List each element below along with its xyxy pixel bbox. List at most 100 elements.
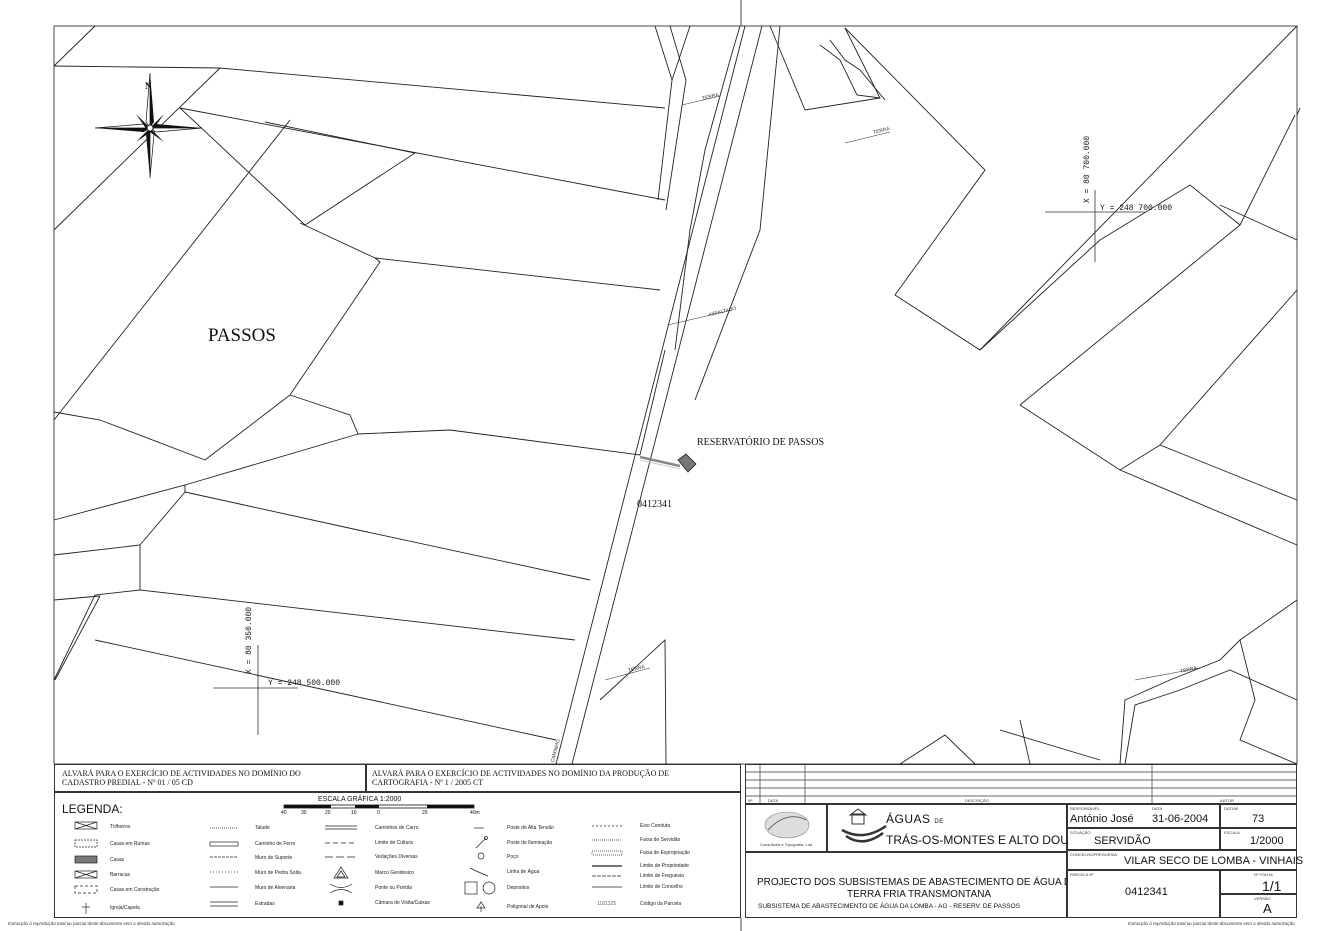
scale-tick: 20	[422, 810, 428, 816]
legend-item: Muro de Suporte	[255, 855, 293, 861]
sheet-code-value: 73	[1252, 813, 1265, 825]
permit-cadastro-line2: CADASTRO PREDIAL - Nº 01 / 05 CD	[62, 778, 193, 787]
legend-item: Poligonal de Apoio	[507, 904, 549, 910]
permit-cartografia-line2: CARTOGRAFIA - Nº 1 / 2005 CT	[372, 778, 484, 787]
client-name: TRÁS-OS-MONTES E ALTO DOURO	[886, 833, 1087, 847]
version-value: A	[1263, 901, 1272, 916]
version-label: VERSÃO	[1254, 896, 1271, 901]
legend-item: Eixo Conduta	[640, 823, 671, 829]
responsible-cell	[1067, 804, 1220, 828]
parcel-cell-label: PARCELA Nº	[1070, 872, 1094, 877]
legend-item: Vedações Diversas	[375, 854, 418, 860]
permit-cartografia-line1: ALVARÁ PARA O EXERCÍCIO DE ACTIVIDADES N…	[372, 769, 670, 778]
sheet-code-label: DATUM	[1224, 806, 1238, 811]
legend-item: Poço	[507, 854, 519, 860]
legend-item: Muro de Pedra Solta	[255, 870, 301, 876]
situation-value: SERVIDÃO	[1094, 835, 1151, 847]
scale-tick: 30	[301, 810, 307, 816]
situation-label: SITUAÇÃO	[1070, 830, 1091, 835]
rev-header-date: DATA	[768, 798, 779, 803]
legend-item: Poste de Alta Tensão	[507, 825, 554, 831]
legend-item: Limite de Freguesia	[640, 873, 684, 879]
title-block-grid	[745, 764, 1297, 804]
consultant-logo-icon	[764, 811, 810, 839]
legend-item: Trilheiros	[110, 824, 131, 830]
scale-tick: 0	[377, 810, 380, 816]
legend-item: Limite de Concelho	[640, 884, 683, 890]
north-arrow	[94, 72, 203, 179]
legend-item: Marco Geodesico	[375, 870, 415, 876]
legend-item: Câmara de Visita/Caixas	[375, 900, 430, 906]
client-logo-box	[827, 804, 1067, 852]
client-name-prefix: ÁGUAS DE	[886, 812, 944, 826]
legend-item: Caminho de Ferro	[255, 841, 296, 847]
legend-item: Caminhos de Carro	[375, 825, 419, 831]
situation-cell	[1067, 828, 1220, 850]
scale-value: 1/2000	[1250, 835, 1284, 847]
legend-item: Poste de Iluminação	[507, 840, 553, 846]
legend-item: Estradas	[255, 901, 275, 907]
date-label: DATA	[1152, 806, 1163, 811]
rev-header-no: Nº	[748, 798, 753, 803]
consultant-caption: Consultoria e Topografia, Lda	[760, 842, 813, 847]
parcel-number-label: 0412341	[637, 499, 672, 510]
legend-symbols	[74, 821, 623, 914]
responsible-label: RESPONSÁVEL	[1070, 806, 1100, 811]
sheet-code-cell	[1220, 804, 1297, 828]
permit-cadastro-box	[54, 764, 366, 792]
client-logo-icon	[841, 808, 887, 843]
sheet-value: 1/1	[1262, 878, 1282, 894]
graphic-scale-bar	[283, 804, 475, 809]
legend-item: Muro de Alvenaria	[255, 885, 296, 891]
place-label-passos: PASSOS	[208, 325, 276, 346]
reservoir-symbol	[639, 453, 697, 473]
sheet-label: Nº FOLHA	[1254, 872, 1273, 877]
legend-item: Barracas	[110, 872, 131, 878]
project-title-line1: PROJECTO DOS SUBSISTEMAS DE ABASTECIMENT…	[757, 877, 1078, 888]
scale-cell	[1220, 828, 1297, 850]
legend-item: Talude	[255, 825, 270, 831]
grid-coord-x-bottom: X = 80 350.000	[245, 606, 255, 675]
legend-item: Faixa de Expropriação	[640, 850, 691, 856]
parcel-cell	[1067, 870, 1220, 918]
scale-tick: 40m	[470, 810, 480, 816]
legend-title: LEGENDA:	[62, 802, 123, 816]
footer-note-right: Extracção à reprodução total ou parcial …	[1128, 921, 1295, 926]
grid-coord-y-bottom: Y = 248 500.000	[268, 679, 341, 688]
scale-tick: 20	[325, 810, 331, 816]
north-letter: N	[145, 81, 152, 91]
project-subtitle: SUBSISTEMA DE ABASTECIMENTO DE ÁGUA DA L…	[758, 903, 1021, 910]
municipality-value: VILAR SECO DE LOMBA - VINHAIS	[1124, 855, 1304, 867]
grid-coord-y-top: Y = 248 700.000	[1100, 204, 1173, 213]
scale-title: ESCALA GRÁFICA 1:2000	[318, 796, 402, 803]
legend-item: Igreja/Capela	[110, 905, 140, 911]
date-value: 31-06-2004	[1152, 813, 1209, 825]
legend-item: Linha de Água	[507, 869, 540, 875]
responsible-value: António José	[1070, 813, 1134, 825]
legend-item: Limite de Propriedade	[640, 863, 689, 869]
legend-item: Casas	[110, 857, 125, 863]
client-de: DE	[934, 819, 944, 825]
parcel-code-sample: 1181325	[597, 901, 617, 907]
scale-tick: 40	[281, 810, 287, 816]
legend-item: Casas em Construção	[110, 887, 160, 893]
scale-tick: 10	[351, 810, 357, 816]
revision-table	[745, 764, 1297, 804]
scale-label: ESCALA	[1224, 830, 1240, 835]
permit-cartografia-box	[366, 764, 741, 792]
reservoir-label: RESERVATÓRIO DE PASSOS	[697, 437, 825, 448]
client-aguas: ÁGUAS	[886, 812, 931, 826]
legend-item: Código da Parcela	[640, 901, 682, 907]
legend-item: Limite de Cultura	[375, 840, 413, 846]
legend-item: Ponte ou Pontão	[375, 885, 413, 891]
sheet-cell	[1220, 870, 1297, 894]
municipality-label: CONCELHO/FREGUESIA	[1070, 852, 1117, 857]
legend-item: Depositos	[507, 885, 530, 891]
project-title-cell	[745, 852, 1067, 918]
footer-note-left: Extracção à reprodução total ou parcial …	[8, 921, 175, 926]
parcel-boundaries	[53, 25, 1301, 765]
project-title-line2: TERRA FRIA TRANSMONTANA	[847, 889, 992, 900]
legend-item: Faixa de Servidão	[640, 837, 681, 843]
municipality-cell	[1067, 850, 1297, 870]
